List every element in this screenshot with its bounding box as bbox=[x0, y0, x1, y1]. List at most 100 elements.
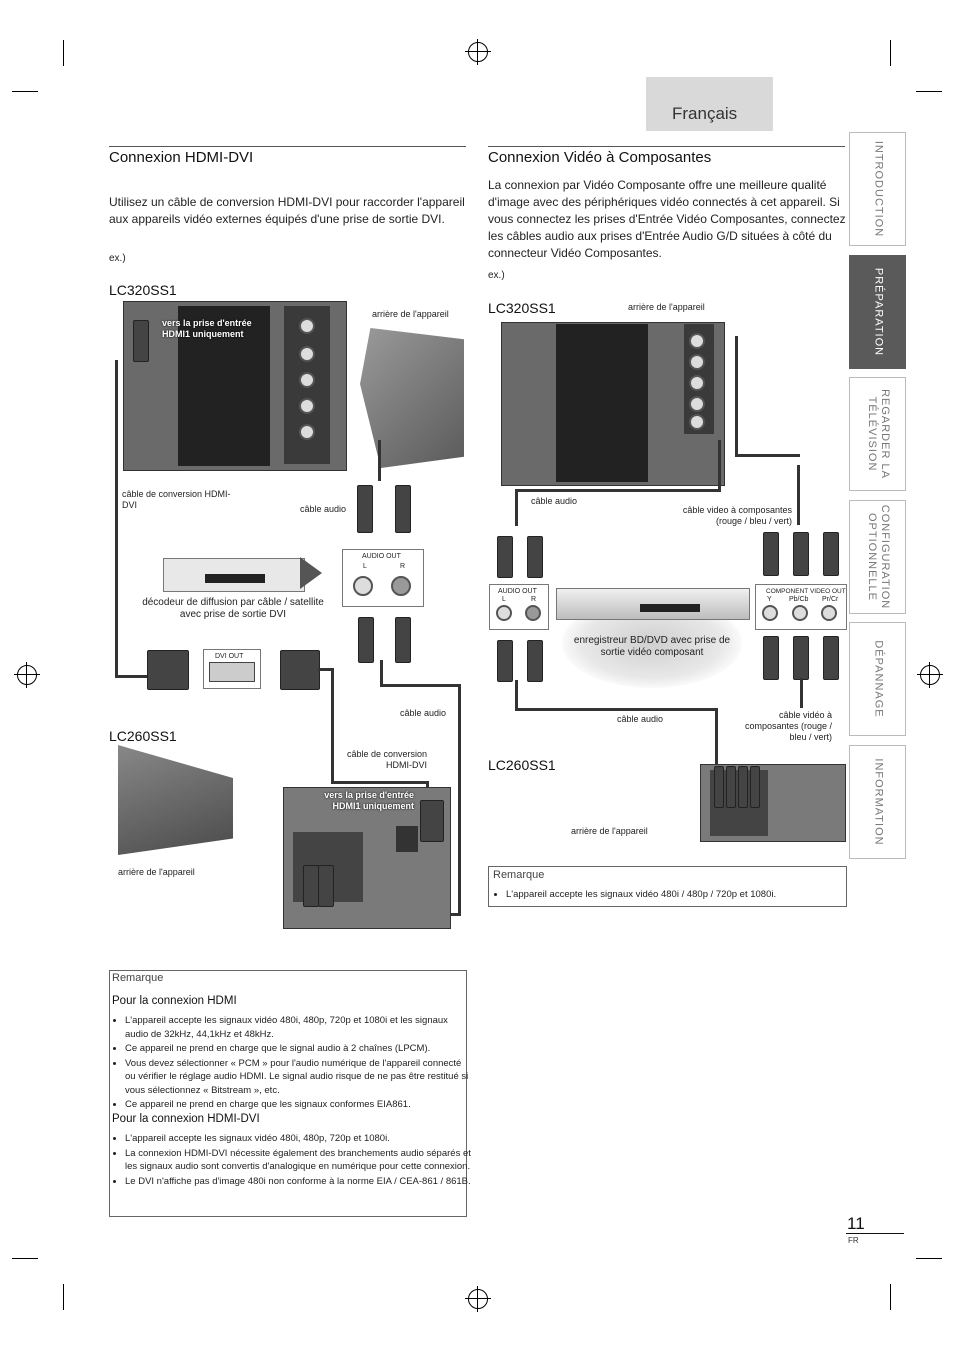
remark-item: Vous devez sélectionner « PCM » pour l'a… bbox=[125, 1057, 473, 1098]
tab-depannage[interactable]: DÉPANNAGE bbox=[849, 622, 906, 736]
terminal-block bbox=[556, 324, 648, 482]
jack-icon bbox=[299, 398, 315, 414]
tab-label: REGARDER LA TÉLÉVISION bbox=[865, 389, 891, 479]
registration-mark-icon bbox=[17, 665, 37, 685]
jack-icon bbox=[762, 605, 778, 621]
jack-icon bbox=[689, 333, 705, 349]
dvi-port bbox=[209, 662, 255, 682]
jack-icon bbox=[299, 346, 315, 362]
tab-configuration-optionnelle[interactable]: CONFIGURATION OPTIONNELLE bbox=[849, 500, 906, 614]
tab-label: DÉPANNAGE bbox=[871, 640, 884, 717]
hdmi-dvi-cable bbox=[331, 781, 429, 784]
caption-hdmi1-only-bottom: vers la prise d'entrée HDMI1 uniquement bbox=[312, 790, 414, 812]
rca-plug-icon bbox=[357, 485, 373, 533]
tab-label: CONFIGURATION OPTIONNELLE bbox=[865, 502, 891, 612]
remark-list: L'appareil accepte les signaux vidéo 480… bbox=[493, 888, 851, 903]
audio-cable bbox=[378, 440, 381, 480]
remark-item: Le DVI n'affiche pas d'image 480i non co… bbox=[125, 1175, 473, 1189]
model-label: LC320SS1 bbox=[488, 300, 556, 316]
remark-box: Remarque Pour la connexion HDMI L'appare… bbox=[109, 970, 467, 1217]
registration-mark-icon bbox=[468, 42, 488, 62]
section-title-hdmi-dvi: Connexion HDMI-DVI bbox=[109, 149, 253, 166]
crop-mark bbox=[916, 1258, 942, 1259]
rca-plug-icon bbox=[395, 617, 411, 663]
tab-introduction[interactable]: INTRODUCTION bbox=[849, 132, 906, 246]
remark-item: L'appareil accepte les signaux vidéo 480… bbox=[125, 1132, 473, 1146]
section-rule bbox=[109, 146, 466, 147]
example-label: ex.) bbox=[488, 270, 505, 281]
crop-mark bbox=[890, 40, 891, 66]
tab-label: INTRODUCTION bbox=[871, 141, 884, 237]
rca-plug-icon bbox=[793, 532, 809, 576]
crop-mark bbox=[12, 91, 38, 92]
remark-item: L'appareil accepte les signaux vidéo 480… bbox=[125, 1014, 473, 1041]
caption-rear: arrière de l'appareil bbox=[372, 309, 449, 320]
remark-title: Remarque bbox=[493, 869, 544, 881]
audio-cable bbox=[515, 489, 720, 492]
rca-plug-icon bbox=[358, 617, 374, 663]
rca-plug-icon bbox=[763, 636, 779, 680]
page-language-code: FR bbox=[848, 1236, 859, 1245]
hdmi-plug-icon bbox=[420, 800, 444, 842]
jack-icon bbox=[792, 605, 808, 621]
crop-mark bbox=[890, 1284, 891, 1310]
jack-icon bbox=[689, 414, 705, 430]
rca-plug-icon bbox=[318, 865, 334, 907]
audio-cable bbox=[380, 684, 460, 687]
tv-side-image bbox=[360, 328, 464, 468]
component-cable bbox=[735, 454, 800, 457]
audio-cable bbox=[515, 490, 518, 526]
remark-subheading: Pour la connexion HDMI bbox=[112, 995, 237, 1007]
jack-icon bbox=[391, 576, 411, 596]
remark-item: Ce appareil ne prend en charge que le si… bbox=[125, 1042, 473, 1056]
dvi-out-label: DVI OUT bbox=[215, 651, 243, 662]
crop-mark bbox=[12, 1258, 38, 1259]
audio-l-label: L bbox=[502, 594, 506, 605]
jack-icon bbox=[689, 354, 705, 370]
intro-paragraph: La connexion par Vidéo Composante offre … bbox=[488, 177, 846, 262]
example-label: ex.) bbox=[109, 253, 126, 264]
intro-paragraph: Utilisez un câble de conversion HDMI-DVI… bbox=[109, 194, 465, 228]
tab-preparation[interactable]: PRÉPARATION bbox=[849, 255, 906, 369]
rca-plug-icon bbox=[726, 766, 736, 808]
caption-rear-bottom: arrière de l'appareil bbox=[571, 826, 648, 837]
hdmi-port bbox=[396, 826, 418, 852]
audio-cable bbox=[378, 478, 381, 481]
jack-icon bbox=[496, 605, 512, 621]
rca-plug-icon bbox=[527, 536, 543, 578]
remark-item: Ce appareil ne prend en charge que les s… bbox=[125, 1098, 473, 1112]
remark-list-dvi: L'appareil accepte les signaux vidéo 480… bbox=[112, 1132, 473, 1189]
rca-plug-icon bbox=[497, 640, 513, 682]
tab-label: PRÉPARATION bbox=[871, 268, 884, 356]
component-cable bbox=[797, 465, 800, 525]
jack-icon bbox=[689, 396, 705, 412]
component-pr-label: Pr/Cr bbox=[822, 594, 838, 605]
caption-component-cable: câble video à composantes (rouge / bleu … bbox=[660, 505, 792, 527]
crop-mark bbox=[916, 91, 942, 92]
rca-plug-icon bbox=[714, 766, 724, 808]
page-number-rule bbox=[846, 1233, 904, 1234]
rca-plug-icon bbox=[395, 485, 411, 533]
crop-mark bbox=[63, 40, 64, 66]
jack-icon bbox=[525, 605, 541, 621]
device-display bbox=[640, 604, 700, 612]
audio-r-label: R bbox=[400, 561, 405, 572]
jack-icon bbox=[689, 375, 705, 391]
audio-cable bbox=[380, 660, 383, 685]
tab-regarder-la-television[interactable]: REGARDER LA TÉLÉVISION bbox=[849, 377, 906, 491]
audio-out-label: AUDIO OUT bbox=[362, 551, 401, 562]
caption-rear-bottom: arrière de l'appareil bbox=[118, 867, 195, 878]
jack-icon bbox=[821, 605, 837, 621]
caption-decoder: décodeur de diffusion par câble / satell… bbox=[138, 597, 328, 621]
dvi-plug-icon bbox=[280, 650, 320, 690]
caption-conversion-cable-mid: câble de conversion HDMI-DVI bbox=[327, 749, 427, 771]
rca-plug-icon bbox=[738, 766, 748, 808]
remark-item: L'appareil accepte les signaux vidéo 480… bbox=[506, 888, 851, 902]
jack-icon bbox=[299, 424, 315, 440]
tab-information[interactable]: INFORMATION bbox=[849, 745, 906, 859]
component-cable bbox=[735, 336, 738, 456]
audio-cable bbox=[718, 440, 721, 492]
audio-cable bbox=[715, 708, 718, 768]
rca-plug-icon bbox=[763, 532, 779, 576]
language-label: Français bbox=[672, 104, 737, 124]
